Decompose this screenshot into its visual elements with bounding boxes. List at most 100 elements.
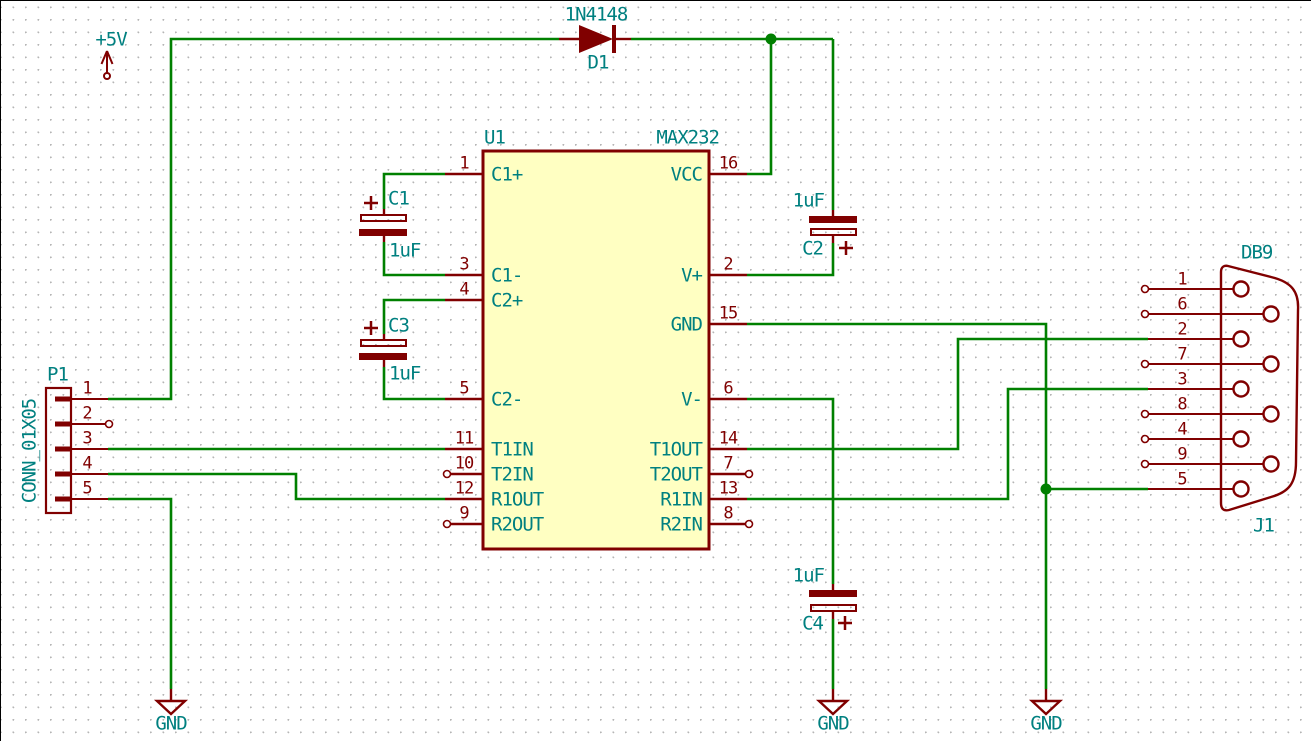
junction-dot[interactable]: [765, 33, 777, 45]
wire-5v-rail[interactable]: [108, 37, 559, 401]
u1-pin-name: C1-: [491, 264, 523, 287]
gnd-label: GND: [817, 712, 849, 735]
unconnected-pin-circle: [442, 469, 452, 479]
p1-ref-label: P1: [47, 363, 69, 386]
unconnected-pin-circle: [104, 419, 114, 429]
u1-pin-name: C2+: [491, 289, 523, 312]
wire-r1in-db9pin3[interactable]: [747, 387, 1148, 501]
u1-pin-name: T1IN: [491, 438, 534, 461]
wire-vminus-c4[interactable]: [747, 397, 835, 584]
u1-right-pins[interactable]: [709, 172, 754, 529]
wire-vcc[interactable]: [747, 39, 773, 176]
u1-value-label: MAX232: [656, 126, 720, 149]
unconnected-pin-circle: [1140, 409, 1150, 419]
j1-pin-number: 2: [1177, 319, 1187, 340]
j1-ref-label: J1: [1253, 514, 1275, 537]
u1-pin-name: R2OUT: [491, 513, 544, 536]
wire-pin1-to-c1[interactable]: [382, 172, 445, 209]
u1-pin-number: 6: [723, 378, 733, 399]
u1-pin-number: 4: [459, 279, 469, 300]
wire-group[interactable]: [108, 37, 1148, 689]
unconnected-pin-circle: [1140, 459, 1150, 469]
power-flag-5v[interactable]: [100, 50, 114, 80]
j1-pin-number: 5: [1177, 469, 1187, 490]
u1-pin-name: T2OUT: [649, 463, 703, 486]
c4-ref-label: C4: [802, 612, 824, 635]
junction-dot[interactable]: [1040, 483, 1052, 495]
c1-value-label: 1uF: [389, 239, 421, 262]
gnd-label: GND: [155, 712, 187, 735]
u1-pin-number: 10: [454, 453, 475, 474]
u1-pin-number: 5: [459, 378, 469, 399]
j1-pin-number: 4: [1177, 419, 1187, 440]
u1-pin-number: 8: [723, 503, 733, 524]
wire-p1pin4-r1out[interactable]: [108, 472, 445, 501]
unconnected-pin-circle: [744, 469, 754, 479]
u1-pin-number: 2: [723, 254, 733, 275]
u1-pin-name: V+: [681, 264, 703, 287]
wire-gnd-rail[interactable]: [747, 322, 1048, 689]
gnd-symbol[interactable]: [815, 689, 851, 716]
u1-pin-number: 16: [718, 153, 739, 174]
diode-triangle: [579, 25, 613, 53]
u1-pin-number: 12: [454, 478, 475, 499]
u1-pin-number: 11: [454, 428, 475, 449]
u1-pin-name: GND: [670, 313, 703, 336]
d1-ref-label: D1: [587, 51, 610, 74]
wire-c1-to-pin3[interactable]: [382, 242, 445, 277]
diode-d1[interactable]: [559, 25, 631, 53]
u1-pin-name: VCC: [670, 163, 703, 186]
u1-pin-number: 3: [459, 254, 469, 275]
unconnected-pin-circle: [1140, 309, 1150, 319]
u1-chip-body[interactable]: [481, 149, 711, 551]
wire-p1pin5-gnd[interactable]: [108, 497, 173, 689]
connector-p1[interactable]: [44, 386, 114, 515]
u1-pin-name: C2-: [491, 388, 523, 411]
gnd-label: GND: [1030, 712, 1062, 735]
j1-pin-number: 3: [1177, 369, 1187, 390]
capacitor-c3[interactable]: [359, 321, 407, 367]
j1-pin-number: 9: [1177, 444, 1187, 465]
unconnected-pin-circle: [1140, 359, 1150, 369]
c2-value-label: 1uF: [792, 189, 825, 212]
c3-value-label: 1uF: [389, 362, 421, 385]
wire-c2-to-vplus[interactable]: [747, 243, 835, 277]
p1-pin-number: 2: [82, 403, 92, 424]
c3-ref-label: C3: [388, 314, 410, 337]
u1-pin-number: 9: [459, 503, 469, 524]
gnd-symbol[interactable]: [1028, 689, 1064, 716]
u1-pin-number: 15: [718, 303, 739, 324]
gnd-symbol[interactable]: [153, 689, 189, 716]
wire-t1out-db9pin2[interactable]: [747, 337, 1148, 451]
u1-pin-number: 13: [718, 478, 739, 499]
u1-pin-number: 14: [718, 428, 739, 449]
diode-cathode-bar: [612, 25, 616, 53]
u1-pin-name: V-: [681, 388, 703, 411]
unconnected-pin-circle: [442, 519, 452, 529]
p1-pin-number: 5: [82, 478, 92, 499]
p1-value-label: CONN_01X05: [18, 398, 41, 504]
wire-c3-to-pin5[interactable]: [382, 367, 445, 401]
power-5v-label: +5V: [95, 28, 127, 51]
d1-value-label: 1N4148: [564, 3, 629, 26]
p1-pin-number: 1: [82, 378, 92, 399]
unconnected-pin-circle: [744, 519, 754, 529]
capacitor-c2[interactable]: [809, 210, 857, 255]
p1-pin-number: 4: [82, 453, 92, 474]
u1-pin-name: T1OUT: [649, 438, 703, 461]
u1-pin-number: 1: [459, 153, 469, 174]
capacitor-c1[interactable]: [359, 196, 407, 242]
u1-pin-number: 7: [723, 453, 733, 474]
p1-pin-number: 3: [82, 428, 92, 449]
c4-value-label: 1uF: [792, 564, 825, 587]
connector-j1-db9[interactable]: [1140, 264, 1300, 512]
j1-pin-number: 7: [1177, 344, 1187, 365]
j1-pin-number: 6: [1177, 294, 1187, 315]
capacitor-c4[interactable]: [809, 584, 857, 630]
unconnected-pin-circle: [1140, 434, 1150, 444]
wire-pin4-to-c3[interactable]: [382, 298, 445, 334]
u1-left-pins[interactable]: [442, 172, 484, 529]
u1-pin-name: C1+: [491, 163, 523, 186]
